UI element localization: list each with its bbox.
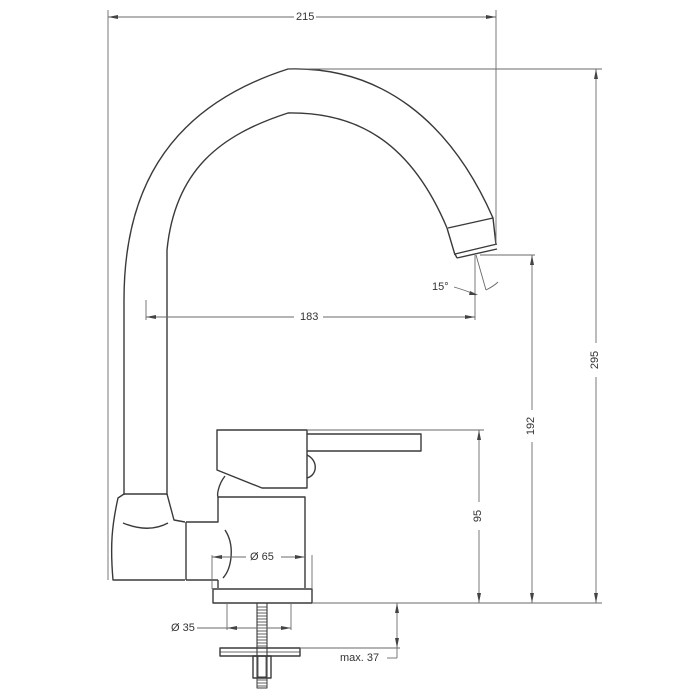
- dimension-overall-width: 215: [294, 11, 317, 23]
- swivel-joint: [110, 493, 219, 588]
- dimension-outlet-height: 192: [525, 414, 538, 438]
- mixer-body: [212, 429, 422, 604]
- dimension-body-height: 95: [472, 507, 485, 525]
- spout: [123, 68, 498, 495]
- dimension-lines: [107, 10, 602, 659]
- dimension-body-diameter: Ø 65: [248, 551, 276, 563]
- dimension-mounting-hole-diameter: Ø 35: [169, 622, 197, 634]
- mounting-hardware: [219, 602, 301, 689]
- dimension-spout-reach: 183: [298, 311, 321, 323]
- dimension-overall-height: 295: [589, 348, 602, 372]
- dimension-max-counter-thickness: max. 37: [338, 652, 382, 664]
- dimension-spout-angle: 15°: [430, 281, 451, 293]
